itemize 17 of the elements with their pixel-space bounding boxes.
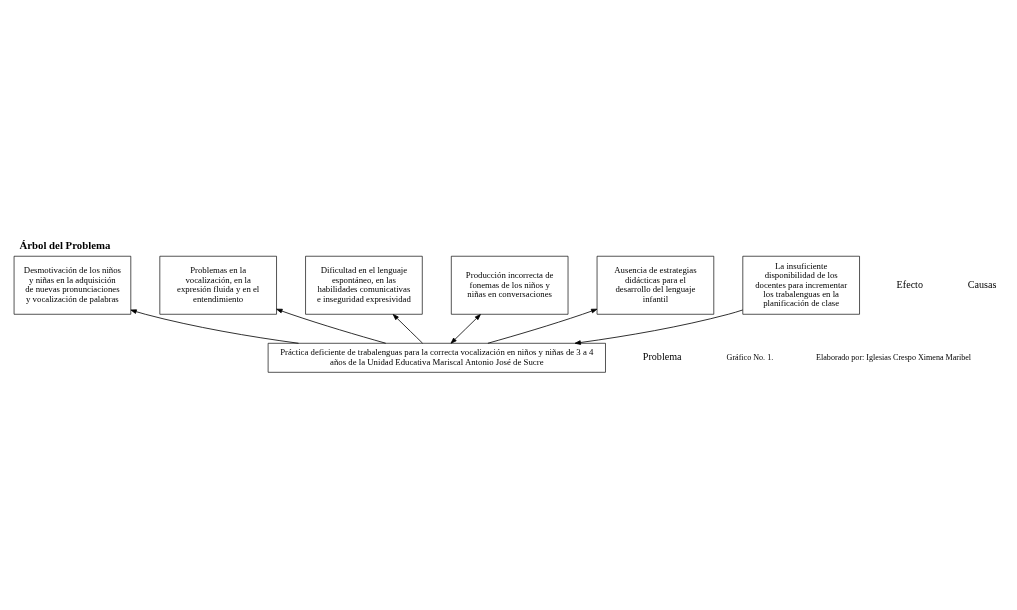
arrow — [574, 309, 743, 345]
label: Efecto — [896, 278, 923, 290]
arrow — [275, 308, 386, 344]
node-box: Producción incorrecta de fonemas de los niños y niñas en conversaciones — [450, 255, 568, 315]
diagram-title: Árbol del Problema — [18, 238, 110, 251]
node-box: Problemas en la vocalización, en la expresión fluida y en el entendimiento — [158, 255, 277, 315]
label: Causas — [967, 278, 996, 290]
arrow — [130, 308, 299, 344]
arrow — [450, 313, 481, 344]
label: Problema — [642, 350, 682, 362]
node-box: La insuficiente disponibilidad de los docentes para incrementar los trabalenguas en la planificación de clase — [741, 255, 860, 315]
node-box: Ausencia de estrategias didácticas para el desarrollo del lenguaje infantil — [596, 255, 714, 315]
node-box: Práctica deficiente de trabalenguas para la correcta vocalización en niños y niñas de 3 a 4 años de la Unidad Educativa Mariscal Antonio José de Sucre — [267, 342, 606, 373]
node-box: Desmotivación de los niños y niñas en la adquisición de nuevas pronunciaciones y vocalización de palabras — [13, 255, 131, 315]
node-box: Dificultad en el lenguaje espontáneo, en las habilidades comunicativas e inseguridad expresividad — [304, 255, 423, 315]
arrow — [487, 308, 597, 344]
arrow — [392, 313, 423, 344]
